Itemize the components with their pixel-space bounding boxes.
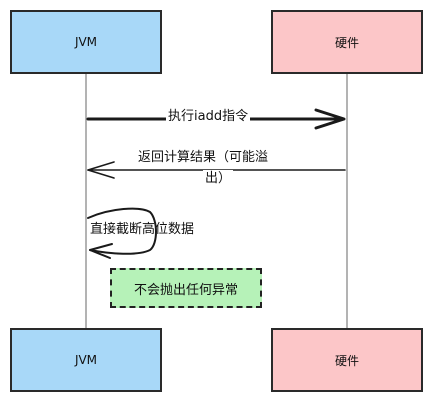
return-message-label-line1: 返回计算结果（可能溢: [136, 149, 271, 167]
hardware-participant-bottom-label: 硬件: [334, 353, 359, 368]
self-message-label: 直接截断高位数据: [90, 222, 195, 237]
hardware-participant-top-label: 硬件: [334, 35, 359, 50]
note-box: 不会抛出任何异常: [110, 268, 262, 308]
jvm-participant-bottom-label: JVM: [74, 353, 98, 367]
jvm-participant-bottom: JVM: [10, 328, 162, 392]
return-message-label-line2: 出）: [203, 170, 234, 188]
self-message-arrow: [87, 207, 157, 259]
note-text: 不会抛出任何异常: [133, 282, 238, 298]
hardware-participant-bottom: 硬件: [271, 328, 423, 392]
hardware-participant-top: 硬件: [271, 10, 423, 74]
jvm-participant-top: JVM: [10, 10, 162, 74]
jvm-participant-top-label: JVM: [74, 35, 98, 49]
execute-message-label: 执行iadd指令: [166, 108, 251, 126]
